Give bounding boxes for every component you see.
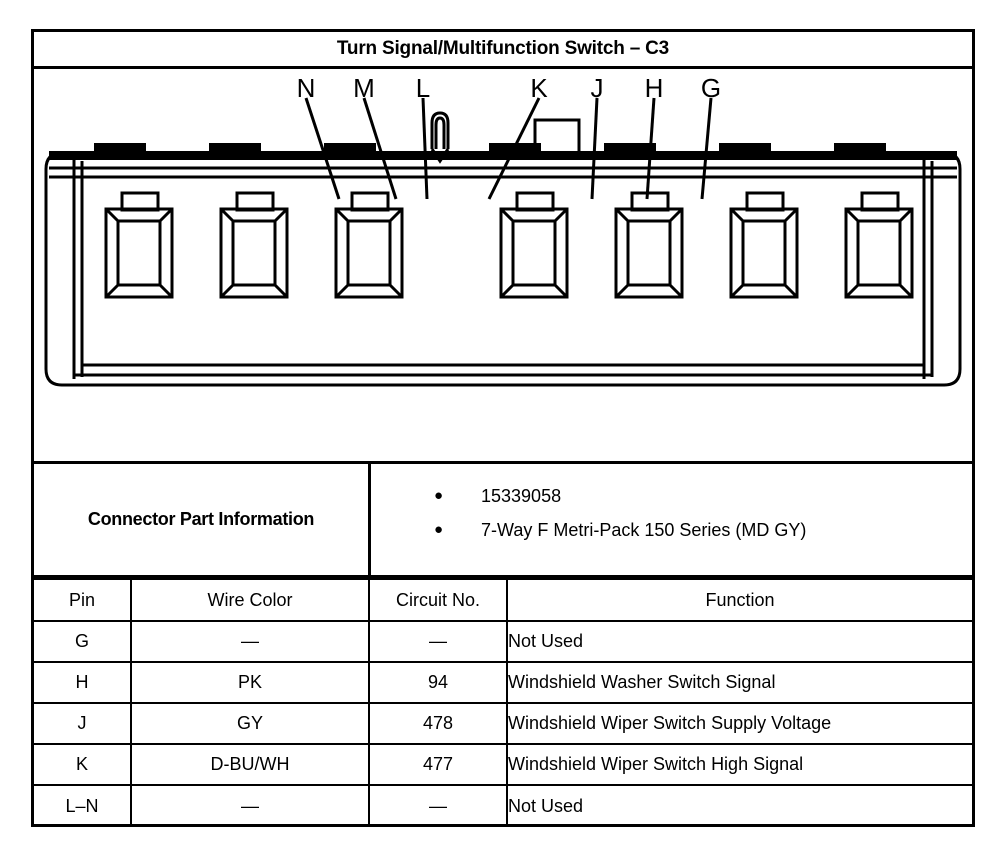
connector-top-rail: [49, 143, 957, 179]
pin-assignment-table: Pin Wire Color Circuit No. Function G — …: [34, 578, 972, 826]
cell-wire-color: PK: [130, 661, 370, 704]
pin-label-J: J: [591, 73, 604, 103]
table-row: L–N — — Not Used: [34, 784, 972, 826]
cavity-N: [104, 191, 174, 299]
keying-tab-icon: [533, 118, 581, 157]
connector-illustration-panel: N M L K J H G: [34, 69, 972, 464]
part-info-item: ● 15339058: [434, 486, 972, 520]
cell-function: Windshield Wiper Switch High Signal: [506, 743, 972, 786]
title-band: Turn Signal/Multifunction Switch – C3: [34, 32, 972, 69]
pin-label-K: K: [530, 73, 548, 103]
cell-pin: H: [34, 661, 132, 704]
part-description: 7-Way F Metri-Pack 150 Series (MD GY): [481, 519, 807, 540]
table-row: J GY 478 Windshield Wiper Switch Supply …: [34, 702, 972, 745]
column-header-pin: Pin: [34, 578, 132, 622]
connector-shell: [44, 151, 962, 387]
cell-wire-color: —: [130, 784, 370, 826]
cavity-L: [334, 191, 404, 299]
cell-function: Windshield Wiper Switch Supply Voltage: [506, 702, 972, 745]
table-row: G — — Not Used: [34, 620, 972, 663]
cell-circuit-no: 478: [368, 702, 508, 745]
bullet-icon: ●: [434, 520, 444, 538]
page-title: Turn Signal/Multifunction Switch – C3: [336, 38, 670, 59]
cell-circuit-no: 477: [368, 743, 508, 786]
column-header-function: Function: [506, 578, 972, 622]
cavity-H: [729, 191, 799, 299]
cavity-J: [614, 191, 684, 299]
pin-label-N: N: [297, 73, 316, 103]
cell-pin: G: [34, 620, 132, 663]
cell-wire-color: D-BU/WH: [130, 743, 370, 786]
column-header-circuit-no: Circuit No.: [368, 578, 508, 622]
cell-function: Not Used: [506, 620, 972, 663]
pin-label-M: M: [353, 73, 375, 103]
cell-wire-color: —: [130, 620, 370, 663]
cell-circuit-no: —: [368, 784, 508, 826]
cell-wire-color: GY: [130, 702, 370, 745]
part-info-label: Connector Part Information: [87, 509, 315, 529]
part-info-label-cell: Connector Part Information: [34, 464, 371, 575]
table-header-row: Pin Wire Color Circuit No. Function: [34, 578, 972, 622]
pin-label-G: G: [701, 73, 721, 103]
table-row: H PK 94 Windshield Washer Switch Signal: [34, 661, 972, 704]
table-row: K D-BU/WH 477 Windshield Wiper Switch Hi…: [34, 743, 972, 786]
cell-pin: L–N: [34, 784, 132, 826]
cavity-G: [844, 191, 914, 299]
cell-function: Windshield Washer Switch Signal: [506, 661, 972, 704]
cell-function: Not Used: [506, 784, 972, 826]
pin-label-L: L: [416, 73, 430, 103]
cell-pin: K: [34, 743, 132, 786]
cavity-K: [499, 191, 569, 299]
cell-circuit-no: —: [368, 620, 508, 663]
terminal-cavities: [104, 191, 914, 299]
part-info-item: ● 7-Way F Metri-Pack 150 Series (MD GY): [434, 520, 972, 554]
part-info-list: ● 15339058 ● 7-Way F Metri-Pack 150 Seri…: [371, 464, 972, 575]
connector-drawing: N M L K J H G: [44, 73, 962, 387]
pin-label-H: H: [645, 73, 664, 103]
cell-pin: J: [34, 702, 132, 745]
cavity-M: [219, 191, 289, 299]
column-header-wire-color: Wire Color: [130, 578, 370, 622]
cell-circuit-no: 94: [368, 661, 508, 704]
connector-part-information-row: Connector Part Information ● 15339058 ● …: [34, 464, 972, 578]
part-number: 15339058: [481, 485, 562, 506]
connector-datasheet: Turn Signal/Multifunction Switch – C3: [31, 29, 975, 827]
bullet-icon: ●: [434, 486, 444, 504]
